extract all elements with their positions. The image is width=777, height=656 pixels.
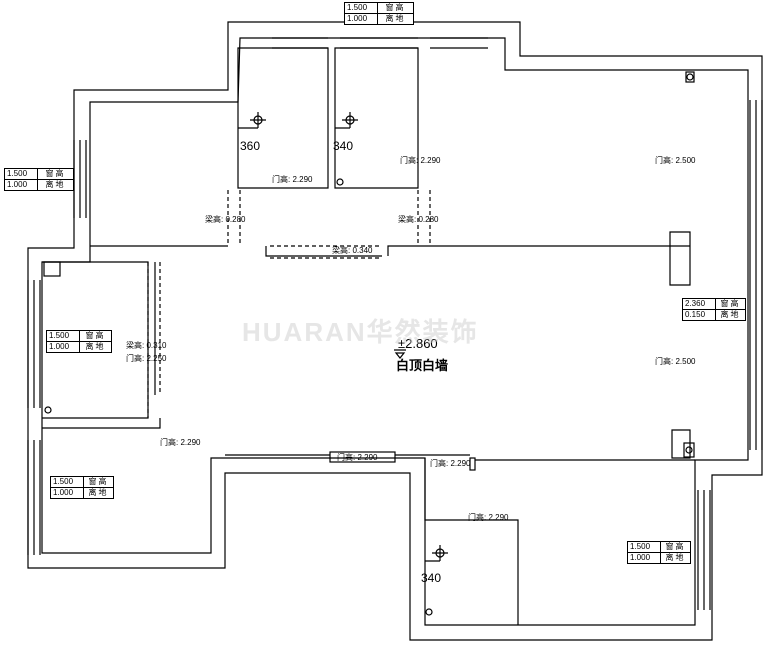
window-left-3 <box>27 440 41 555</box>
label-door-5: 门高: 2.500 <box>655 356 696 366</box>
watermark: HUARAN华然装饰 <box>242 317 479 347</box>
center-elevation: ±2.860 <box>398 336 438 351</box>
outlet-4 <box>686 73 694 81</box>
outlet-1 <box>336 178 344 186</box>
tag-floor-label: 离地 <box>85 342 106 351</box>
tag-floor-value: 1.000 <box>47 342 80 352</box>
window-tag: 1.500 窗高 1.000 离地 <box>50 476 114 499</box>
window-tag: 1.500 窗高 1.000 离地 <box>344 2 414 25</box>
label-beam-4: 梁高: 0.310 <box>126 340 167 350</box>
label-door-4: 门高: 2.250 <box>126 353 167 363</box>
room-dim-1: 360 <box>240 139 260 153</box>
window-lower-right <box>697 490 711 610</box>
closet-lines <box>227 190 431 259</box>
label-beam-1: 梁高: 0.280 <box>205 214 246 224</box>
label-beam-3: 梁高: 0.340 <box>332 245 373 255</box>
lower-partition <box>225 454 695 625</box>
ceiling-light-1 <box>238 112 266 129</box>
window-top-1 <box>272 37 488 49</box>
tag-floor-label: 离地 <box>385 14 406 23</box>
upper-partition <box>90 245 690 257</box>
tag-sill-label: 窗高 <box>45 169 66 178</box>
tag-sill-value: 1.500 <box>5 169 38 179</box>
room-dim-2: 340 <box>333 139 353 153</box>
window-right <box>749 100 763 450</box>
room-dim-3: 340 <box>421 571 441 585</box>
tag-sill-label: 窗高 <box>665 542 686 551</box>
right-pillar <box>669 231 691 459</box>
elevation-marker <box>394 349 406 359</box>
tag-floor-value: 1.000 <box>345 14 378 24</box>
window-tag: 1.500 窗高 1.000 离地 <box>46 330 112 353</box>
label-door-7: 门高: 2.290 <box>337 452 378 462</box>
window-tag: 2.360 窗高 0.150 离地 <box>682 298 746 321</box>
label-door-2: 门高: 2.290 <box>400 155 441 165</box>
window-left-2 <box>27 280 41 408</box>
room-bedroom-1 <box>237 47 329 189</box>
ceiling-note: 白顶白墙 <box>396 358 448 373</box>
window-tag: 1.500 窗高 1.000 离地 <box>627 541 691 564</box>
tag-sill-value: 2.360 <box>683 299 716 309</box>
label-door-1: 门高: 2.290 <box>272 174 313 184</box>
tag-floor-value: 1.000 <box>628 553 661 563</box>
tag-floor-label: 离地 <box>720 310 741 319</box>
tag-floor-label: 离地 <box>88 488 109 497</box>
tag-sill-label: 窗高 <box>720 299 741 308</box>
tag-floor-value: 1.000 <box>5 180 38 190</box>
tag-sill-value: 1.500 <box>51 477 84 487</box>
window-left-1 <box>73 140 87 218</box>
label-door-9: 门高: 2.290 <box>468 512 509 522</box>
label-door-3: 门高: 2.500 <box>655 155 696 165</box>
window-tag: 1.500 窗高 1.000 离地 <box>4 168 74 191</box>
tag-sill-value: 1.500 <box>628 542 661 552</box>
tag-sill-label: 窗高 <box>85 331 106 340</box>
ceiling-light-3 <box>425 545 448 562</box>
left-dashed <box>147 262 161 418</box>
corner-box-3 <box>685 71 695 83</box>
tag-floor-label: 离地 <box>45 180 66 189</box>
tag-sill-value: 1.500 <box>47 331 80 341</box>
label-door-8: 门高: 2.290 <box>430 458 471 468</box>
left-partition <box>42 262 161 429</box>
outlet-3 <box>425 608 433 616</box>
outlet-5 <box>685 446 693 454</box>
label-door-6: 门高: 2.290 <box>160 437 201 447</box>
tag-floor-label: 离地 <box>665 553 686 562</box>
corner-box <box>43 261 61 277</box>
door-frame-1 <box>329 451 396 463</box>
tag-floor-value: 1.000 <box>51 488 84 498</box>
label-beam-2: 梁高: 0.280 <box>398 214 439 224</box>
corner-box-2 <box>683 442 695 458</box>
tag-floor-value: 0.150 <box>683 310 716 320</box>
tag-sill-label: 窗高 <box>88 477 109 486</box>
door-frame-2 <box>469 457 476 471</box>
tag-sill-label: 窗高 <box>385 3 406 12</box>
tag-sill-value: 1.500 <box>345 3 378 13</box>
room-bedroom-2 <box>334 47 419 189</box>
ceiling-light-2 <box>335 112 358 129</box>
outlet-2 <box>44 406 52 414</box>
